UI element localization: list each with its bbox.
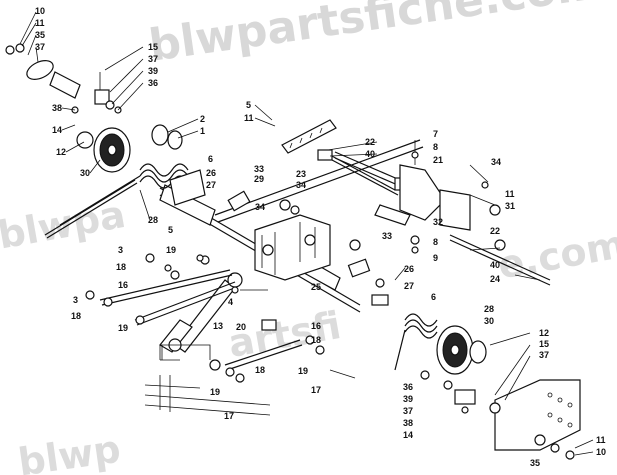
callout-8: 8 <box>433 142 438 152</box>
callout-9: 9 <box>433 253 438 263</box>
callout-28b: 28 <box>484 304 494 314</box>
callout-29: 29 <box>254 174 264 184</box>
callout-19d: 19 <box>210 387 220 397</box>
callout-34c: 34 <box>491 157 501 167</box>
callout-38: 38 <box>52 103 62 113</box>
callout-37c: 37 <box>539 350 549 360</box>
callout-18b: 18 <box>71 311 81 321</box>
sleeve-left <box>169 169 206 206</box>
callout-19b: 19 <box>118 323 128 333</box>
callout-25: 25 <box>311 282 321 292</box>
callout-26: 26 <box>206 168 216 178</box>
callout-40b: 40 <box>490 260 500 270</box>
callout-21: 21 <box>433 155 443 165</box>
watermark-middle: artsfi <box>225 303 344 366</box>
watermark-right: e.com <box>495 222 617 288</box>
callout-15b: 15 <box>539 339 549 349</box>
lower-center-linkage <box>209 319 356 383</box>
callout-17: 17 <box>311 385 321 395</box>
callout-36: 36 <box>148 78 158 88</box>
callout-19c: 19 <box>298 366 308 376</box>
callout-33: 33 <box>254 164 264 174</box>
callout-39b: 39 <box>403 394 413 404</box>
callout-18c: 18 <box>311 335 321 345</box>
callout-14b: 14 <box>403 430 413 440</box>
callout-10b: 10 <box>596 447 606 457</box>
center-pivot-bracket <box>254 214 331 281</box>
callout-5: 5 <box>246 100 251 110</box>
callout-1: 1 <box>200 126 205 136</box>
callout-37: 37 <box>35 42 45 52</box>
callout-37d: 37 <box>403 406 413 416</box>
callout-19: 19 <box>166 245 176 255</box>
callout-2: 2 <box>200 114 205 124</box>
callout-4: 4 <box>228 297 233 307</box>
callout-17b: 17 <box>224 411 234 421</box>
callout-14: 14 <box>52 125 62 135</box>
callout-labels: 10 11 35 37 15 37 39 36 38 14 12 30 2 1 … <box>35 6 606 468</box>
callout-12b: 12 <box>539 328 549 338</box>
left-torsion-spring <box>59 163 189 226</box>
callout-37b: 37 <box>148 54 158 64</box>
left-idler-wheel <box>93 127 131 173</box>
watermark-left: blwpa <box>0 192 129 258</box>
callout-3b: 3 <box>73 295 78 305</box>
callout-8b: 8 <box>433 237 438 247</box>
callout-15: 15 <box>148 42 158 52</box>
right-side-plate <box>420 370 581 460</box>
callout-30b: 30 <box>484 316 494 326</box>
leader-lines <box>19 11 594 456</box>
callout-40: 40 <box>365 149 375 159</box>
callout-18: 18 <box>116 262 126 272</box>
upper-right-assembly <box>281 119 551 286</box>
callout-30: 30 <box>80 168 90 178</box>
callout-34b: 34 <box>255 202 265 212</box>
callout-20: 20 <box>236 322 246 332</box>
callout-22b: 22 <box>490 226 500 236</box>
callout-23: 23 <box>296 169 306 179</box>
bearing-set <box>151 124 183 150</box>
callout-22: 22 <box>365 137 375 147</box>
callout-28: 28 <box>148 215 158 225</box>
right-idler-wheel <box>436 325 487 375</box>
callout-36b: 36 <box>403 382 413 392</box>
callout-24: 24 <box>490 274 500 284</box>
callout-11b: 11 <box>244 113 254 123</box>
callout-35: 35 <box>35 30 45 40</box>
callout-10: 10 <box>35 6 45 16</box>
callout-12: 12 <box>56 147 66 157</box>
callout-39: 39 <box>148 66 158 76</box>
right-torsion-spring <box>394 313 438 371</box>
callout-34: 34 <box>296 180 306 190</box>
callout-31: 31 <box>505 201 515 211</box>
callout-33b: 33 <box>382 231 392 241</box>
lower-frame-rail <box>144 344 271 416</box>
watermark-top: blwpartsfiche.com <box>146 0 605 72</box>
callout-26b: 26 <box>404 264 414 274</box>
center-mid-hardware <box>196 190 389 306</box>
callout-32: 32 <box>433 217 443 227</box>
callout-6b: 6 <box>431 292 436 302</box>
callout-5b: 5 <box>168 225 173 235</box>
callout-11c: 11 <box>505 189 515 199</box>
callout-27b: 27 <box>404 281 414 291</box>
callout-7: 7 <box>433 129 438 139</box>
watermark-bottom: blwp <box>16 427 124 475</box>
callout-6: 6 <box>208 154 213 164</box>
left-lower-linkage <box>85 253 238 326</box>
callout-18d: 18 <box>255 365 265 375</box>
callout-11d: 11 <box>596 435 606 445</box>
callout-13: 13 <box>213 321 223 331</box>
callout-16b: 16 <box>311 321 321 331</box>
callout-35b: 35 <box>530 458 540 468</box>
callout-27: 27 <box>206 180 216 190</box>
callout-38b: 38 <box>403 418 413 428</box>
callout-11: 11 <box>35 18 45 28</box>
left-upper-hardware <box>5 43 122 149</box>
callout-16: 16 <box>118 280 128 290</box>
callout-3: 3 <box>118 245 123 255</box>
